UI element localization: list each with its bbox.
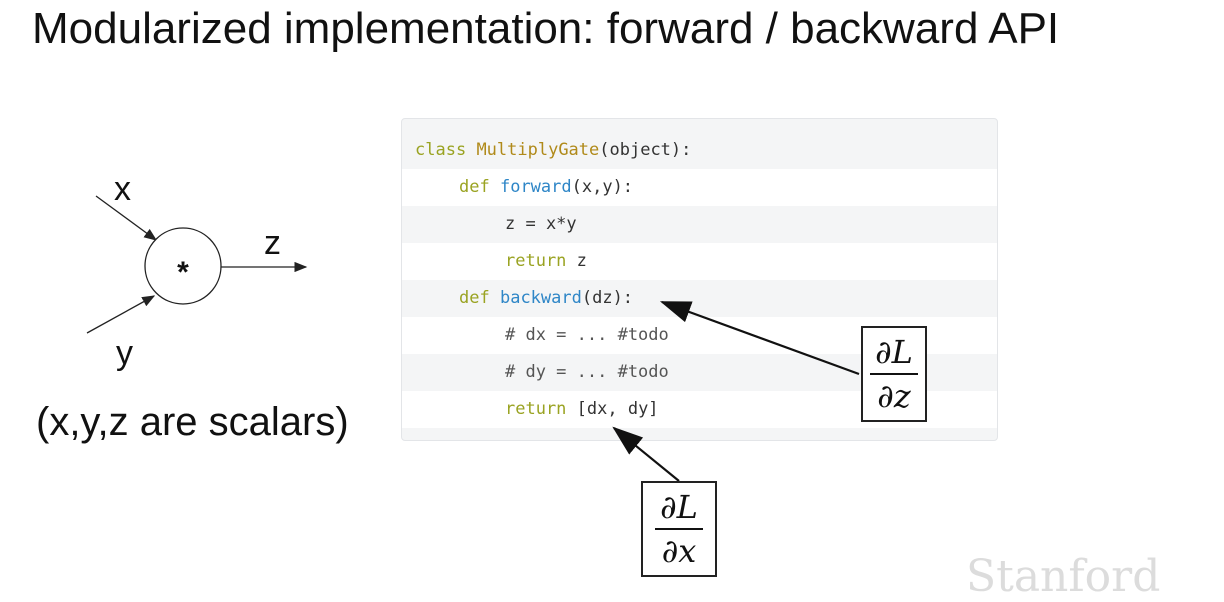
code-line-return-z: return z	[402, 243, 997, 280]
code-line-assign: z = x*y	[402, 206, 997, 243]
code-line-class: class MultiplyGate(object):	[402, 132, 997, 169]
output-z-label: z	[264, 224, 281, 262]
fraction-numerator: ∂L	[660, 488, 698, 526]
code-line-def-backward: def backward(dz):	[402, 280, 997, 317]
slide-title: Modularized implementation: forward / ba…	[32, 4, 1060, 53]
code-text: [dx, dy]	[566, 399, 659, 419]
code-text: z	[566, 251, 587, 271]
code-text: (dz):	[581, 288, 634, 308]
code-comment: # dy = ... #todo	[505, 362, 669, 382]
code-text: z = x*y	[505, 214, 577, 234]
code-text: (x,y):	[571, 177, 634, 197]
multiply-node	[144, 227, 222, 305]
fraction-denominator: ∂z	[877, 377, 911, 415]
code-line-def-forward: def forward(x,y):	[402, 169, 997, 206]
code-comment: # dx = ... #todo	[505, 325, 669, 345]
fraction-numerator: ∂L	[875, 333, 913, 371]
fraction-bar	[655, 528, 703, 530]
scalars-caption: (x,y,z are scalars)	[36, 400, 349, 444]
dL-dx-fraction: ∂L ∂x	[641, 481, 717, 577]
code-keyword: return	[505, 399, 567, 419]
multiply-gate-diagram: * x z y	[86, 170, 308, 372]
code-keyword: class	[415, 140, 467, 160]
code-function-name: backward	[499, 288, 582, 308]
input-y-label: y	[116, 334, 133, 372]
input-x-edge	[95, 195, 158, 241]
code-line-comment-dy: # dy = ... #todo	[402, 354, 997, 391]
dL-dz-fraction: ∂L ∂z	[861, 326, 927, 422]
input-x-label: x	[114, 170, 131, 208]
input-y-edge	[86, 295, 156, 334]
code-keyword: def	[459, 288, 490, 308]
fraction-bar	[870, 373, 918, 375]
code-function-name: forward	[499, 177, 572, 197]
code-text: (object):	[599, 140, 692, 160]
code-class-name: MultiplyGate	[476, 140, 600, 160]
code-keyword: return	[505, 251, 567, 271]
fraction-denominator: ∂x	[661, 532, 697, 570]
stanford-watermark: Stanford	[966, 551, 1161, 602]
multiply-operator: *	[177, 256, 189, 289]
code-keyword: def	[459, 177, 490, 197]
